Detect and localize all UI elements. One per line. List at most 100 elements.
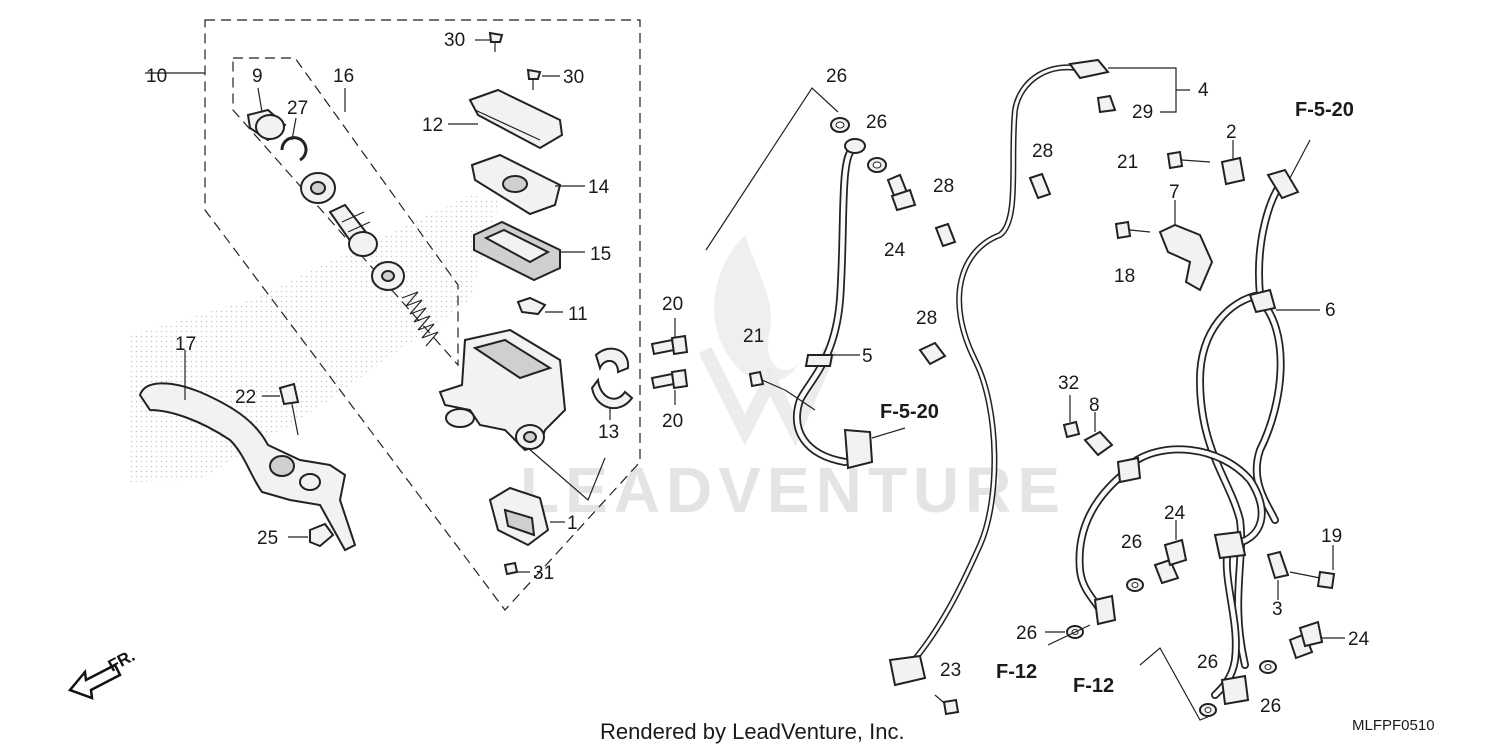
pivot-bolt-22 — [262, 382, 300, 436]
master-cylinder-body — [438, 328, 606, 502]
ref-f-5-20-middle: F-5-20 — [880, 401, 939, 423]
callout-17: 17 — [175, 334, 196, 355]
washer-26c — [1126, 578, 1144, 592]
ref-f-12-left: F-12 — [996, 661, 1037, 683]
callout-31: 31 — [533, 563, 554, 584]
callout-12: 12 — [422, 115, 443, 136]
banjo-bolt-24c — [1288, 620, 1345, 660]
callout-32: 32 — [1058, 373, 1079, 394]
callout-8: 8 — [1089, 395, 1100, 416]
callout-20a: 20 — [662, 294, 683, 315]
callout-20b: 20 — [662, 411, 683, 432]
banjo-bolt-24a — [886, 173, 917, 212]
diagram-code: MLFPF0510 — [1352, 717, 1435, 734]
holder-13 — [590, 347, 634, 420]
callout-7: 7 — [1169, 182, 1180, 203]
callout-25: 25 — [257, 528, 278, 549]
circlip-27 — [280, 117, 308, 162]
callout-30a: 30 — [444, 30, 465, 51]
washer-26d — [1045, 625, 1084, 639]
dust-boot-9 — [246, 87, 287, 142]
clamp-2 — [1220, 140, 1246, 186]
clamp-28b — [918, 341, 947, 366]
group-10-outline — [204, 19, 641, 611]
ref-f-12-right: F-12 — [1073, 675, 1114, 697]
callout-11: 11 — [568, 304, 588, 325]
clamp-3 — [1266, 550, 1290, 600]
callout-23: 23 — [940, 660, 961, 681]
banjo-bolt-24b — [1153, 520, 1188, 585]
callout-15: 15 — [590, 244, 611, 265]
callout-26b: 26 — [866, 112, 887, 133]
piston-seal — [300, 172, 336, 204]
callout-13: 13 — [598, 422, 619, 443]
callout-9: 9 — [252, 66, 263, 87]
callout-21b: 21 — [1117, 152, 1138, 173]
screw-31 — [503, 561, 530, 576]
nut-25 — [288, 522, 335, 548]
callout-21a: 21 — [743, 326, 764, 347]
front-brake-hose-group — [705, 58, 1190, 716]
callout-26d: 26 — [1016, 623, 1037, 644]
abs-hose-group — [1045, 139, 1345, 721]
piston — [328, 203, 378, 257]
piston-spring — [401, 291, 439, 347]
secondary-cup — [371, 261, 405, 291]
washer-26a — [830, 117, 850, 133]
callout-28c: 28 — [1032, 141, 1053, 162]
nut-32 — [1062, 395, 1081, 439]
callout-26a: 26 — [826, 66, 847, 87]
render-credit: Rendered by LeadVenture, Inc. — [600, 719, 905, 744]
callout-5: 5 — [862, 346, 873, 367]
washer-26b — [867, 157, 887, 173]
brake-lever-17 — [138, 350, 357, 552]
screw-30b — [526, 68, 560, 90]
callout-3: 3 — [1272, 599, 1283, 620]
callout-6: 6 — [1325, 300, 1336, 321]
reservoir-cap-12 — [448, 88, 564, 150]
clip-11 — [516, 296, 563, 316]
clamp-28a — [934, 222, 957, 248]
brake-switch-1 — [488, 486, 565, 547]
callout-30b: 30 — [563, 67, 584, 88]
callout-2: 2 — [1226, 122, 1237, 143]
screw-30a — [475, 31, 504, 52]
callout-24c: 24 — [1348, 629, 1370, 650]
bolt-20a — [650, 318, 689, 356]
callout-24b: 24 — [1164, 503, 1186, 524]
bolt-19 — [1289, 545, 1336, 590]
callout-28a: 28 — [933, 176, 954, 197]
clamp-28c — [1028, 172, 1052, 200]
speed-sensor-wire-4 — [907, 64, 1088, 668]
reservoir-plate-14 — [470, 153, 585, 216]
washer-26f — [1259, 660, 1277, 674]
callout-10: 10 — [146, 66, 167, 87]
bolt-21a — [748, 370, 816, 411]
callout-26e: 26 — [1197, 652, 1218, 673]
callout-19: 19 — [1321, 526, 1342, 547]
callout-26f: 26 — [1260, 696, 1281, 717]
front-direction-indicator: FR. — [67, 646, 138, 700]
ref-f-5-20-top: F-5-20 — [1295, 99, 1354, 121]
callout-16: 16 — [333, 66, 354, 87]
bolt-18 — [1114, 220, 1151, 240]
callout-18: 18 — [1114, 266, 1135, 287]
diaphragm-15 — [473, 220, 585, 282]
callout-14: 14 — [588, 177, 610, 198]
washer-26e — [1199, 703, 1217, 717]
bracket-7 — [1158, 200, 1214, 292]
callout-24a: 24 — [884, 240, 906, 261]
callout-4: 4 — [1198, 80, 1209, 101]
watermark: LEADVENTURE — [520, 235, 1060, 526]
callout-26c: 26 — [1121, 532, 1142, 553]
callout-1: 1 — [567, 513, 578, 534]
bolt-21b — [1166, 150, 1211, 170]
callout-22: 22 — [235, 387, 256, 408]
callout-29: 29 — [1132, 102, 1153, 123]
callouts: 10 9 16 27 30 30 12 14 15 11 13 1 31 17 … — [146, 30, 1370, 717]
callout-28b: 28 — [916, 308, 937, 329]
clamp-8 — [1083, 412, 1114, 457]
bolt-20b — [650, 368, 689, 405]
section-references: F-5-20 F-5-20 F-12 F-12 — [880, 99, 1354, 697]
